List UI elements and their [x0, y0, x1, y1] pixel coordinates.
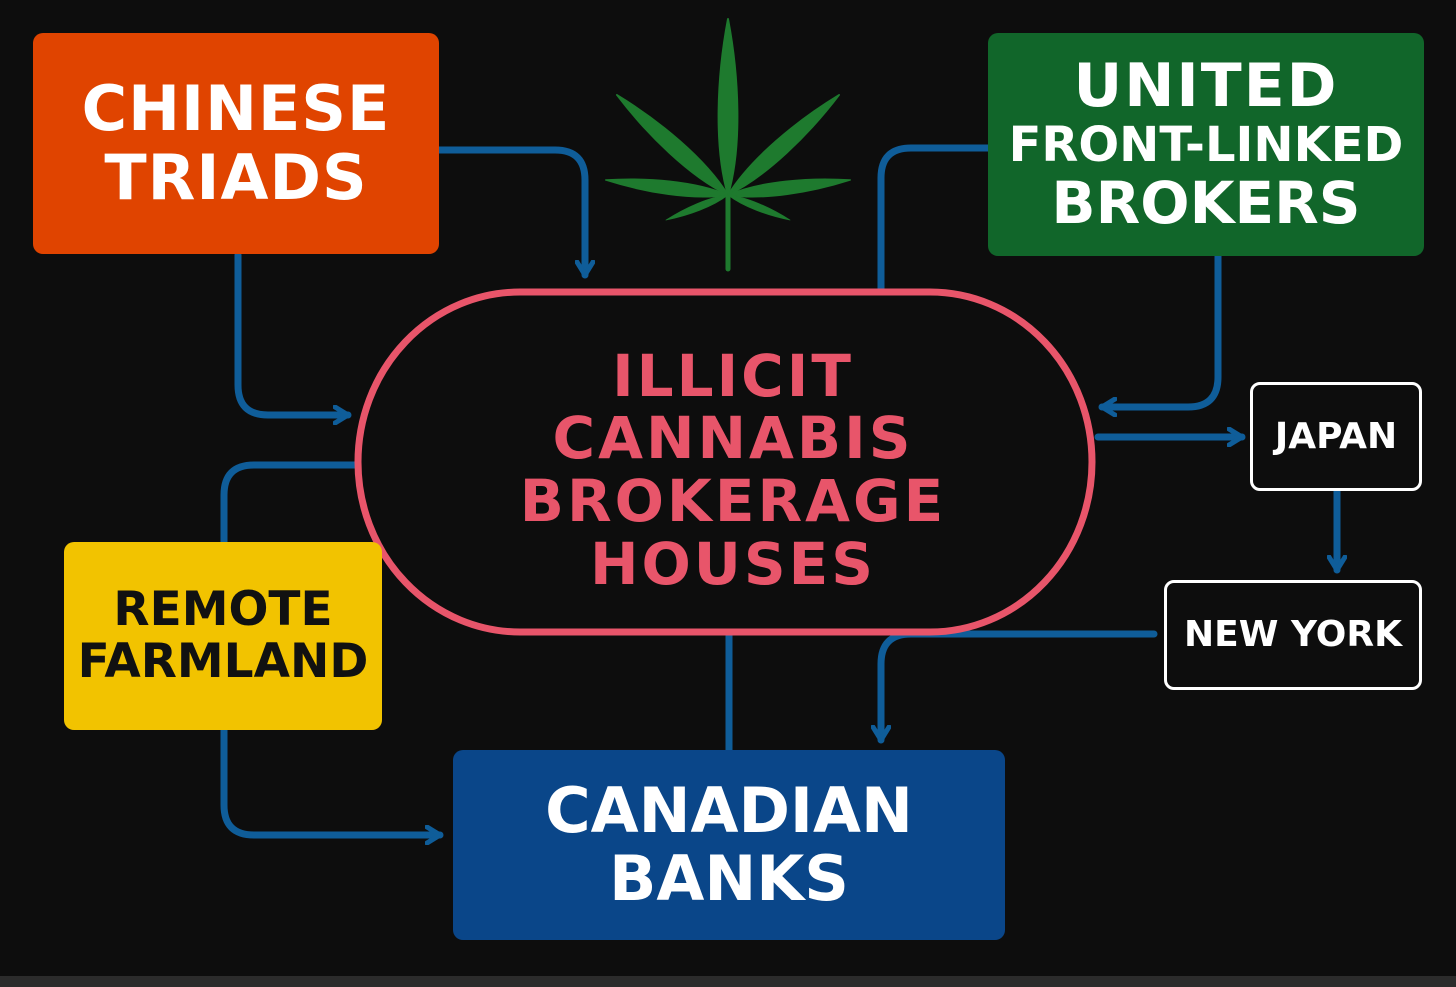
node-label-line: FRONT-LINKED	[1008, 117, 1404, 174]
node-chinese-triads: CHINESE TRIADS	[33, 33, 439, 254]
bottom-strip	[0, 976, 1456, 987]
node-label-line: TRIADS	[104, 140, 368, 214]
cannabis-leaf-icon	[604, 18, 852, 272]
node-label-line: CANADIAN	[545, 773, 913, 847]
node-label-line: CANNABIS	[552, 404, 914, 473]
connector-triads-to-hub-top	[435, 146, 585, 279]
node-label-line: BANKS	[609, 842, 849, 915]
node-label-line: FARMLAND	[77, 634, 369, 689]
node-label-line: BROKERAGE	[519, 467, 947, 535]
node-united-front-brokers: UNITED FRONT-LINKED BROKERS	[988, 33, 1424, 256]
node-label-line: CHINESE	[81, 72, 391, 146]
connector-triads-to-hub-left	[234, 251, 352, 415]
connector-farmland-to-banks	[220, 726, 444, 835]
node-illicit-brokerage-houses: ILLICIT CANNABIS BROKERAGE HOUSES	[370, 312, 1096, 628]
node-label-line: UNITED	[1073, 51, 1339, 122]
connector-hub-to-united	[877, 144, 992, 294]
connector-united-to-hub-right	[1098, 252, 1222, 407]
node-new-york: NEW YORK	[1164, 580, 1422, 690]
node-label-line: HOUSES	[589, 529, 877, 598]
node-label-line: ILLICIT	[612, 341, 854, 410]
node-japan: JAPAN	[1250, 382, 1422, 491]
node-canadian-banks: CANADIAN BANKS	[453, 750, 1005, 940]
node-remote-farmland: REMOTE FARMLAND	[64, 542, 382, 730]
connector-hub-to-farmland	[220, 461, 366, 546]
connector-newyork-to-banks	[881, 630, 1158, 744]
node-label-line: REMOTE	[113, 582, 333, 638]
node-label: NEW YORK	[1184, 614, 1402, 656]
hub-ellipse	[354, 288, 1096, 636]
node-label-line: BROKERS	[1051, 169, 1361, 237]
node-label: JAPAN	[1274, 415, 1398, 457]
